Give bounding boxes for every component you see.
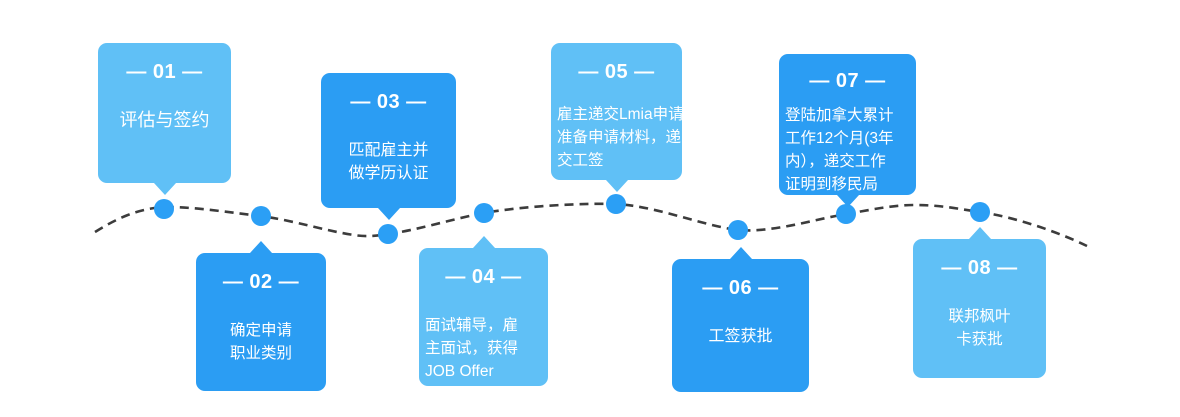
- step-number-04: — 04 —: [445, 266, 522, 288]
- step-number-06: — 06 —: [702, 277, 779, 299]
- pointer-up-icon: [729, 247, 752, 259]
- step-box-07: — 07 — 登陆加拿大累计 工作12个月(3年 内），递交工作 证明到移民局: [779, 54, 916, 207]
- pointer-up-icon: [472, 236, 495, 248]
- step-title-06: 工签获批: [708, 328, 773, 345]
- timeline-dot-1: [154, 199, 174, 219]
- step-number-08: — 08 —: [941, 257, 1018, 279]
- step-box-03: — 03 — 匹配雇主并 做学历认证: [321, 73, 456, 220]
- step-box-01: — 01 — 评估与签约: [98, 43, 231, 195]
- step-box-08: — 08 — 联邦枫叶 卡获批: [913, 227, 1046, 378]
- timeline-dot-4: [474, 203, 494, 223]
- step-title-05: 雇主递交Lmia申请 准备申请材料，递 交工签: [557, 106, 684, 169]
- timeline-dot-5: [606, 194, 626, 214]
- step-box-05: — 05 — 雇主递交Lmia申请 准备申请材料，递 交工签: [551, 43, 684, 192]
- step-title-02: 确定申请 职业类别: [229, 322, 292, 362]
- pointer-down-icon: [605, 180, 628, 192]
- pointer-down-icon: [153, 183, 176, 195]
- step-title-08: 联邦枫叶 卡获批: [948, 308, 1011, 348]
- timeline-dot-2: [251, 206, 271, 226]
- step-number-01: — 01 —: [126, 61, 203, 83]
- timeline-dot-6: [728, 220, 748, 240]
- timeline-dot-8: [970, 202, 990, 222]
- step-number-02: — 02 —: [222, 271, 300, 293]
- step-box-04: — 04 — 面试辅导，雇 主面试，获得 JOB Offer: [419, 236, 548, 386]
- step-title-01: 评估与签约: [119, 110, 210, 130]
- step-number-03: — 03 —: [350, 91, 427, 113]
- timeline-dot-7: [836, 204, 856, 224]
- step-number-07: — 07 —: [809, 70, 886, 92]
- step-title-04: 面试辅导，雇 主面试，获得 JOB Offer: [425, 317, 519, 380]
- pointer-down-icon: [836, 195, 859, 207]
- step-number-05: — 05 —: [578, 61, 655, 83]
- timeline-dot-3: [378, 224, 398, 244]
- pointer-up-icon: [250, 241, 272, 253]
- step-title-07: 登陆加拿大累计 工作12个月(3年 内），递交工作 证明到移民局: [785, 107, 894, 193]
- pointer-up-icon: [968, 227, 991, 239]
- step-box-02: — 02 — 确定申请 职业类别: [196, 241, 326, 391]
- step-box-06: — 06 — 工签获批: [672, 247, 809, 392]
- pointer-down-icon: [377, 208, 400, 220]
- step-title-03: 匹配雇主并 做学历认证: [348, 142, 429, 182]
